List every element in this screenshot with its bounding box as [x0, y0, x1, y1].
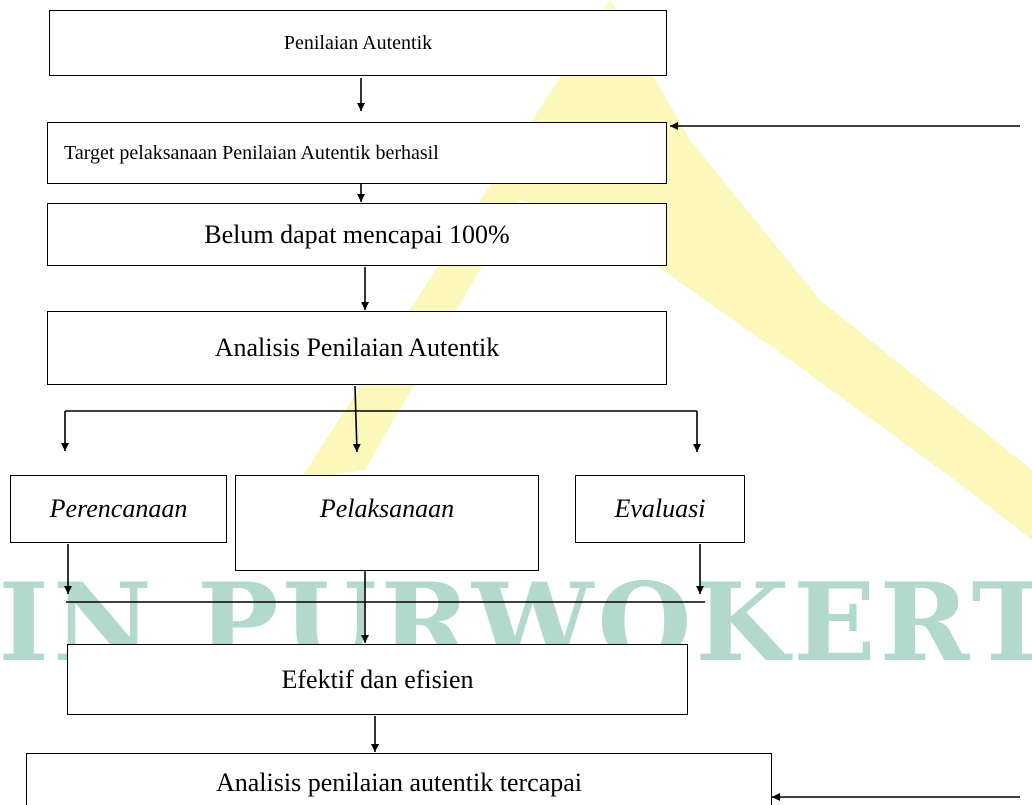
node-perencanaan: Perencanaan: [10, 475, 227, 543]
node-target: Target pelaksanaan Penilaian Autentik be…: [47, 122, 667, 184]
node-evaluasi-label: Evaluasi: [614, 494, 706, 523]
node-belum-label: Belum dapat mencapai 100%: [204, 219, 510, 249]
node-tercapai: Analisis penilaian autentik tercapai: [26, 753, 772, 805]
node-perencanaan-label: Perencanaan: [49, 494, 188, 523]
watermark-logo-shape: [300, 0, 1032, 540]
node-efektif: Efektif dan efisien: [67, 644, 688, 715]
node-penilaian-autentik-label: Penilaian Autentik: [283, 31, 433, 54]
node-pelaksanaan-label: Pelaksanaan: [319, 494, 455, 523]
node-belum: Belum dapat mencapai 100%: [47, 203, 667, 266]
node-efektif-label: Efektif dan efisien: [281, 664, 474, 694]
node-evaluasi: Evaluasi: [575, 475, 745, 543]
split-stem: [352, 385, 361, 453]
node-pelaksanaan: Pelaksanaan: [235, 475, 539, 571]
node-penilaian-autentik: Penilaian Autentik: [49, 10, 667, 76]
node-analisis: Analisis Penilaian Autentik: [47, 311, 667, 385]
node-tercapai-label: Analisis penilaian autentik tercapai: [215, 768, 583, 797]
node-target-label: Target pelaksanaan Penilaian Autentik be…: [64, 141, 439, 164]
node-analisis-label: Analisis Penilaian Autentik: [214, 333, 500, 362]
